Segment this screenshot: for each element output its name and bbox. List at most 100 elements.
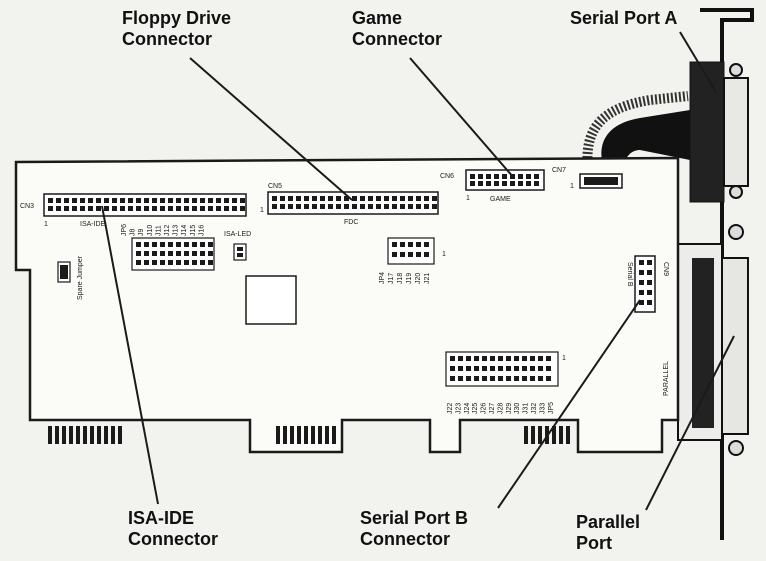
header-pin xyxy=(56,198,61,203)
header-pin xyxy=(400,204,405,209)
jumper-label: JP5 xyxy=(548,402,555,414)
edge-finger xyxy=(524,426,528,444)
header-pin xyxy=(168,198,173,203)
jumper-pin xyxy=(200,251,205,256)
jumper-label: J28 xyxy=(497,403,504,414)
serial-port-a xyxy=(582,61,749,203)
jumper-pin xyxy=(192,251,197,256)
callout-line: Connector xyxy=(128,529,218,549)
header-pin xyxy=(280,204,285,209)
header-pin xyxy=(216,206,221,211)
header-pin xyxy=(320,196,325,201)
jumper-label: J21 xyxy=(424,273,431,284)
header-pin xyxy=(104,198,109,203)
header-pin xyxy=(424,204,429,209)
header-pin xyxy=(320,204,325,209)
jumper-pin xyxy=(184,242,189,247)
header-pin xyxy=(416,196,421,201)
edge-fingers-left xyxy=(48,426,122,444)
header-pin xyxy=(240,206,245,211)
edge-finger xyxy=(111,426,115,444)
jumper-pin xyxy=(506,376,511,381)
edge-finger xyxy=(290,426,294,444)
jumper-label: J10 xyxy=(147,225,154,236)
header-pin xyxy=(384,196,389,201)
jumper-pin xyxy=(144,251,149,256)
header-pin xyxy=(639,260,644,265)
jumper-pin xyxy=(466,356,471,361)
header-pin xyxy=(48,198,53,203)
label-pin1-cn6: 1 xyxy=(466,195,470,202)
header-pin xyxy=(470,181,475,186)
header-pin xyxy=(336,196,341,201)
jumper-label: J29 xyxy=(506,403,513,414)
label-fdc: FDC xyxy=(344,219,358,226)
jumper-pin xyxy=(450,366,455,371)
jumper-pin xyxy=(506,356,511,361)
header-pin xyxy=(152,206,157,211)
header-pin xyxy=(56,206,61,211)
jumper-pin xyxy=(482,366,487,371)
jumper-label: J22 xyxy=(447,403,454,414)
label-spare-jumper: Spare Jumper xyxy=(77,255,84,300)
jumper-pin xyxy=(490,356,495,361)
header-pin xyxy=(160,206,165,211)
jumper-pin xyxy=(400,252,405,257)
header-pin xyxy=(328,204,333,209)
header-pin xyxy=(104,206,109,211)
edge-finger xyxy=(538,426,542,444)
header-pin xyxy=(518,174,523,179)
jumper-label: J31 xyxy=(523,403,530,414)
jumper-label: J13 xyxy=(173,225,180,236)
header-pin xyxy=(200,206,205,211)
jumper-label: J8 xyxy=(130,229,137,237)
header-pin xyxy=(80,206,85,211)
jumper-pin xyxy=(400,242,405,247)
header-pin xyxy=(368,196,373,201)
edge-finger xyxy=(276,426,280,444)
jumper-pin xyxy=(538,366,543,371)
jumper-pin xyxy=(514,356,519,361)
jumper-pin xyxy=(506,366,511,371)
header-pin xyxy=(639,290,644,295)
header-pin xyxy=(639,270,644,275)
jumper-label: J15 xyxy=(190,225,197,236)
header-pin xyxy=(486,181,491,186)
label-cn7: CN7 xyxy=(552,167,566,174)
cn3-isa-ide-header xyxy=(43,193,247,217)
header-pin xyxy=(312,204,317,209)
jumper-pin xyxy=(208,242,213,247)
label-pin1-cn5: 1 xyxy=(260,207,264,214)
edge-finger xyxy=(304,426,308,444)
jumper-pin xyxy=(498,366,503,371)
header-pin xyxy=(200,198,205,203)
edge-finger xyxy=(566,426,570,444)
header-pin xyxy=(176,198,181,203)
label-serial-b: Serial B xyxy=(626,262,633,287)
header-pin xyxy=(112,198,117,203)
jumper-pin xyxy=(152,251,157,256)
jumper-pin xyxy=(546,376,551,381)
label-isa-ide: ISA-IDE xyxy=(80,221,106,228)
header-pin xyxy=(192,198,197,203)
header-pin xyxy=(208,206,213,211)
header-pin xyxy=(392,196,397,201)
header-pin xyxy=(647,290,652,295)
jumper-pin xyxy=(184,260,189,265)
jumper-label: J11 xyxy=(155,225,162,236)
header-pin xyxy=(48,206,53,211)
edge-finger xyxy=(559,426,563,444)
header-pin xyxy=(136,198,141,203)
jumper-pin xyxy=(136,251,141,256)
header-pin xyxy=(384,204,389,209)
jumper-pin xyxy=(168,251,173,256)
header-pin xyxy=(376,204,381,209)
label-isa-led: ISA-LED xyxy=(224,231,251,238)
header-pin xyxy=(224,198,229,203)
header-pin xyxy=(470,174,475,179)
jumper-pin xyxy=(522,376,527,381)
